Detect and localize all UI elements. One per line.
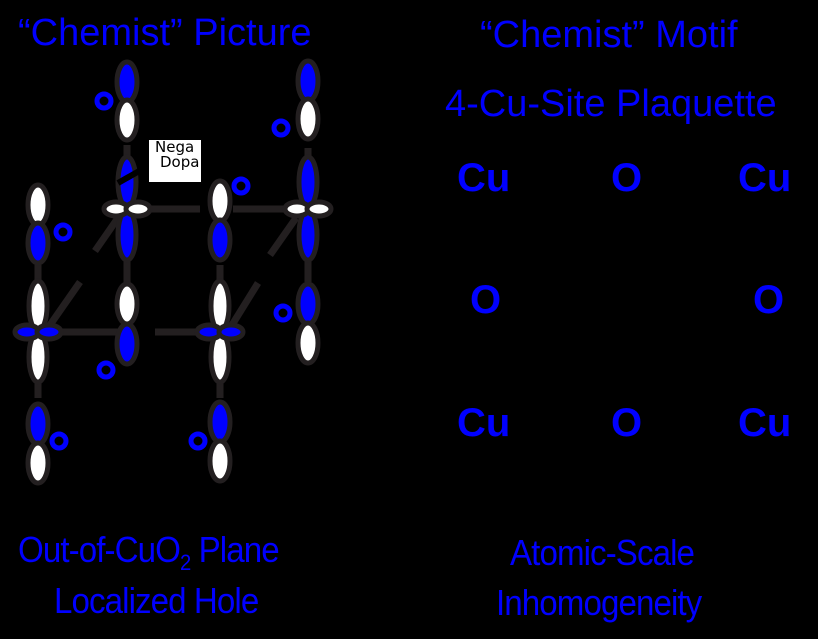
cu-orbital-lower-left	[12, 278, 64, 385]
apical-orbital-bottom-left	[25, 401, 69, 486]
apical-orbital-top-right	[271, 58, 321, 142]
label-line-1: Nega	[155, 140, 195, 156]
apical-orbital-top-left	[94, 59, 140, 143]
apical-orbital-mid-left	[25, 182, 73, 266]
annotation-pointer	[116, 163, 150, 186]
apical-orbital-mid-right	[273, 281, 321, 366]
right-caption-line-2: Inhomogeneity	[496, 582, 702, 623]
caption-subscript: 2	[179, 550, 191, 575]
bonds	[34, 145, 312, 398]
atom-o-top-middle: O	[611, 156, 643, 200]
apical-orbital-bottom-right	[188, 399, 233, 484]
atom-o-mid-left: O	[470, 278, 502, 322]
left-caption-line-1: Out-of-CuO2 Plane	[18, 529, 280, 575]
caption-prefix: Out-of-CuO	[18, 529, 181, 570]
caption-suffix: Plane	[190, 529, 280, 570]
right-subtitle: 4-Cu-Site Plaquette	[445, 83, 777, 125]
atom-cu-top-right: Cu	[738, 156, 792, 200]
atom-cu-bottom-right: Cu	[738, 401, 792, 445]
left-caption-line-2: Localized Hole	[54, 580, 259, 621]
cu-orbital-upper-right	[282, 154, 334, 263]
o-orbital-lower-middle	[96, 281, 140, 380]
atom-cu-bottom-left: Cu	[457, 401, 511, 445]
atom-o-mid-right: O	[753, 278, 785, 322]
atom-cu-top-left: Cu	[457, 156, 511, 200]
cu-orbital-lower-right	[194, 278, 246, 385]
o-orbital-upper-middle	[207, 176, 251, 263]
right-title: “Chemist” Motif	[480, 14, 738, 56]
cu-orbital-upper-left	[101, 154, 153, 263]
left-title: “Chemist” Picture	[18, 12, 312, 54]
atom-o-bottom-middle: O	[611, 401, 643, 445]
right-caption-line-1: Atomic-Scale	[510, 532, 695, 573]
negative-dopant-label: Nega Dopa	[149, 140, 201, 182]
label-line-2: Dopa	[160, 153, 200, 171]
